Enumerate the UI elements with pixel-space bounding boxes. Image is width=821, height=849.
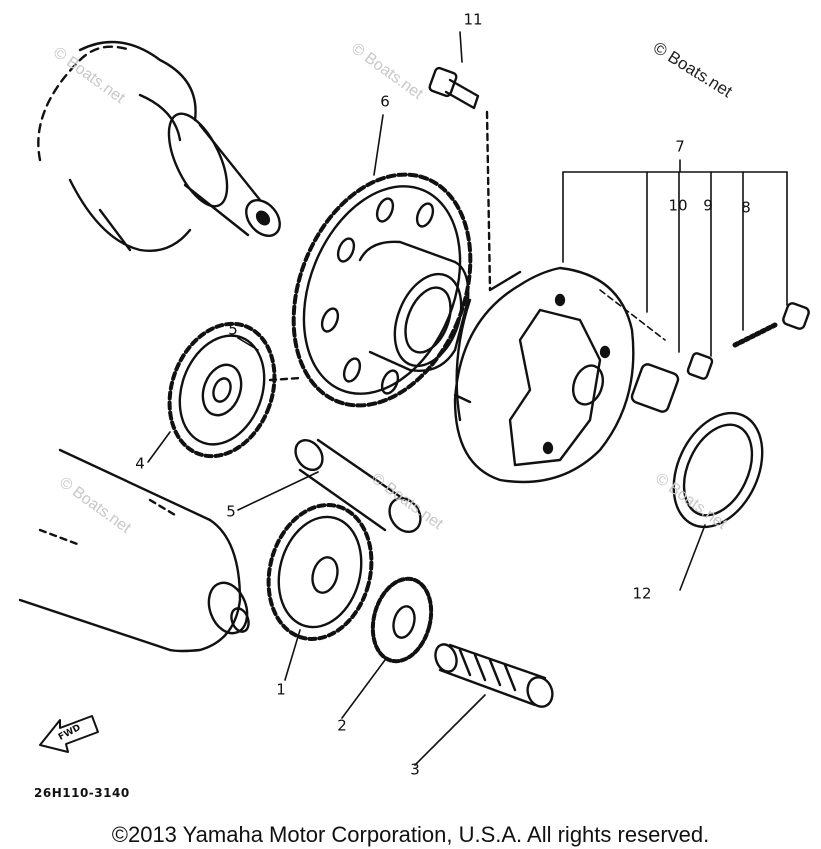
washer-12 bbox=[672, 411, 764, 529]
clutch-small-parts bbox=[630, 302, 810, 413]
crankshaft bbox=[37, 40, 281, 252]
part-label-10: 10 bbox=[668, 196, 688, 215]
diagram-code: 26H110-3140 bbox=[34, 786, 130, 800]
part-label-7: 7 bbox=[675, 137, 685, 156]
part-label-3: 3 bbox=[410, 760, 420, 779]
part-label-5: 5 bbox=[226, 502, 236, 521]
part-label-8: 8 bbox=[741, 198, 751, 217]
shaft-3 bbox=[434, 643, 554, 708]
shaft-5 bbox=[294, 438, 422, 533]
part-label-9: 9 bbox=[703, 196, 713, 215]
gear-4 bbox=[167, 321, 302, 459]
callout-bracket-7 bbox=[562, 159, 788, 357]
part-label-11: 11 bbox=[463, 10, 483, 29]
copyright-notice: ©2013 Yamaha Motor Corporation, U.S.A. A… bbox=[111, 822, 710, 847]
clutch-housing-7 bbox=[453, 266, 635, 484]
fwd-arrow-icon bbox=[39, 715, 99, 753]
part-label-12: 12 bbox=[632, 584, 652, 603]
gear-2 bbox=[370, 576, 434, 664]
gear-6 bbox=[291, 172, 473, 408]
starter-motor bbox=[18, 448, 250, 653]
part-label-4: 4 bbox=[135, 454, 145, 473]
part-label-5-upper: 5 bbox=[228, 320, 238, 339]
bolt-11 bbox=[428, 66, 492, 292]
part-label-1: 1 bbox=[276, 680, 286, 699]
part-label-2: 2 bbox=[337, 716, 347, 735]
part-label-6: 6 bbox=[380, 92, 390, 111]
gear-1 bbox=[266, 503, 374, 641]
leader-lines bbox=[147, 31, 706, 766]
